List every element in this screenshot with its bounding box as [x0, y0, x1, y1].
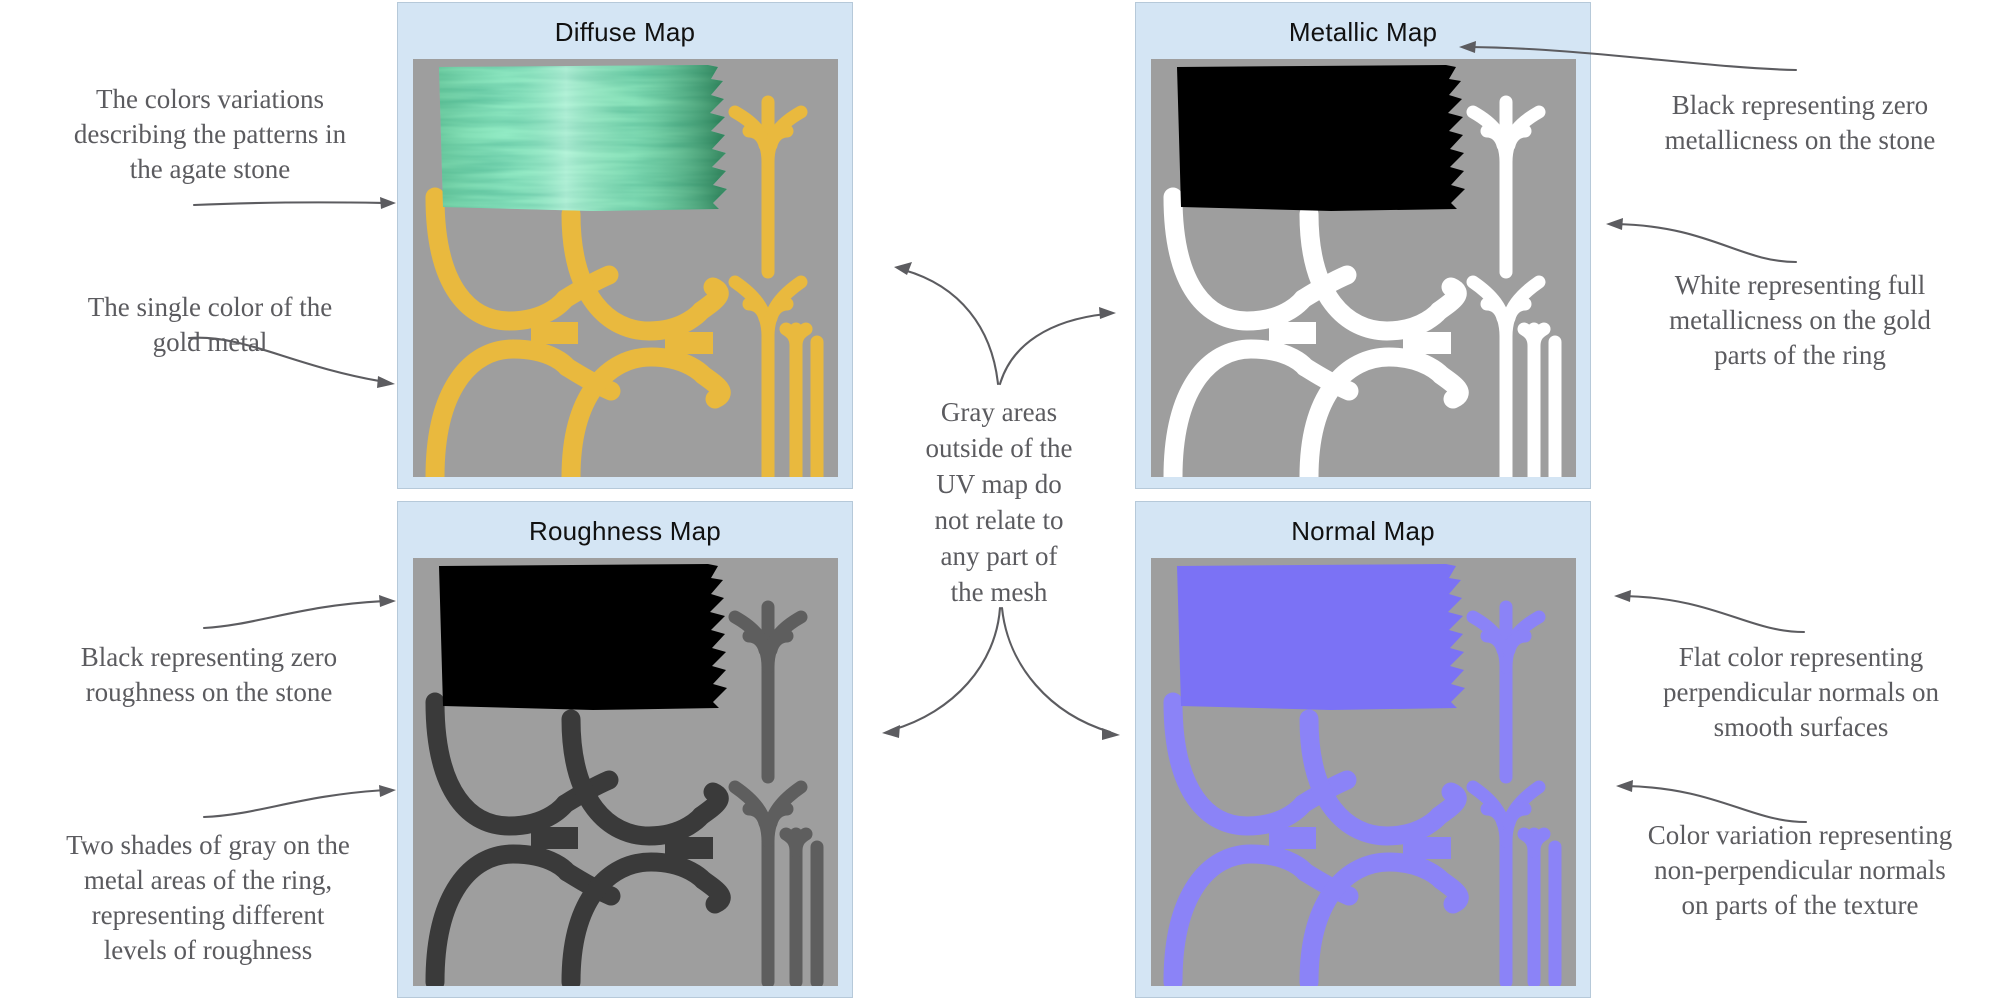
- arrow-center-upper: [894, 262, 1116, 386]
- arrow-roughness-stone: [202, 595, 396, 630]
- panel-title-metallic: Metallic Map: [1288, 17, 1438, 47]
- panel-roughness-map: Roughness Map: [397, 501, 853, 998]
- diffuse-ring-shapes: [435, 95, 823, 477]
- texture-metallic: [1150, 59, 1576, 477]
- arrow-roughness-metal: [202, 785, 396, 819]
- texture-diffuse: [412, 59, 838, 477]
- metallic-stone-patch: [1176, 65, 1465, 211]
- texture-normal: [1150, 558, 1576, 986]
- normal-prong-trees: [1466, 600, 1561, 986]
- metallic-texture-svg: [1150, 59, 1576, 477]
- arrow-metallic-metal: [1606, 218, 1798, 264]
- normal-texture-svg: [1150, 558, 1576, 986]
- arrow-normal-flat: [1614, 590, 1806, 634]
- panel-title-diffuse: Diffuse Map: [554, 17, 696, 47]
- texture-roughness: [412, 558, 838, 986]
- panel-normal-map: Normal Map: [1135, 501, 1591, 998]
- diffuse-texture-svg: [412, 59, 838, 477]
- normal-stone-patch: [1176, 564, 1465, 710]
- panel-title-normal: Normal Map: [1291, 516, 1435, 546]
- roughness-prong-trees: [728, 600, 823, 986]
- diffuse-stone-patch: [438, 65, 727, 211]
- roughness-stone-patch: [438, 564, 727, 710]
- arrow-center-lower: [882, 606, 1120, 740]
- panel-title-roughness: Roughness Map: [529, 516, 721, 546]
- metallic-ring-shapes: [1173, 95, 1561, 477]
- arrow-diffuse-stone: [192, 197, 396, 209]
- panel-diffuse-map: Diffuse Map: [397, 2, 853, 489]
- panel-metallic-map: Metallic Map: [1135, 2, 1591, 489]
- roughness-texture-svg: [412, 558, 838, 986]
